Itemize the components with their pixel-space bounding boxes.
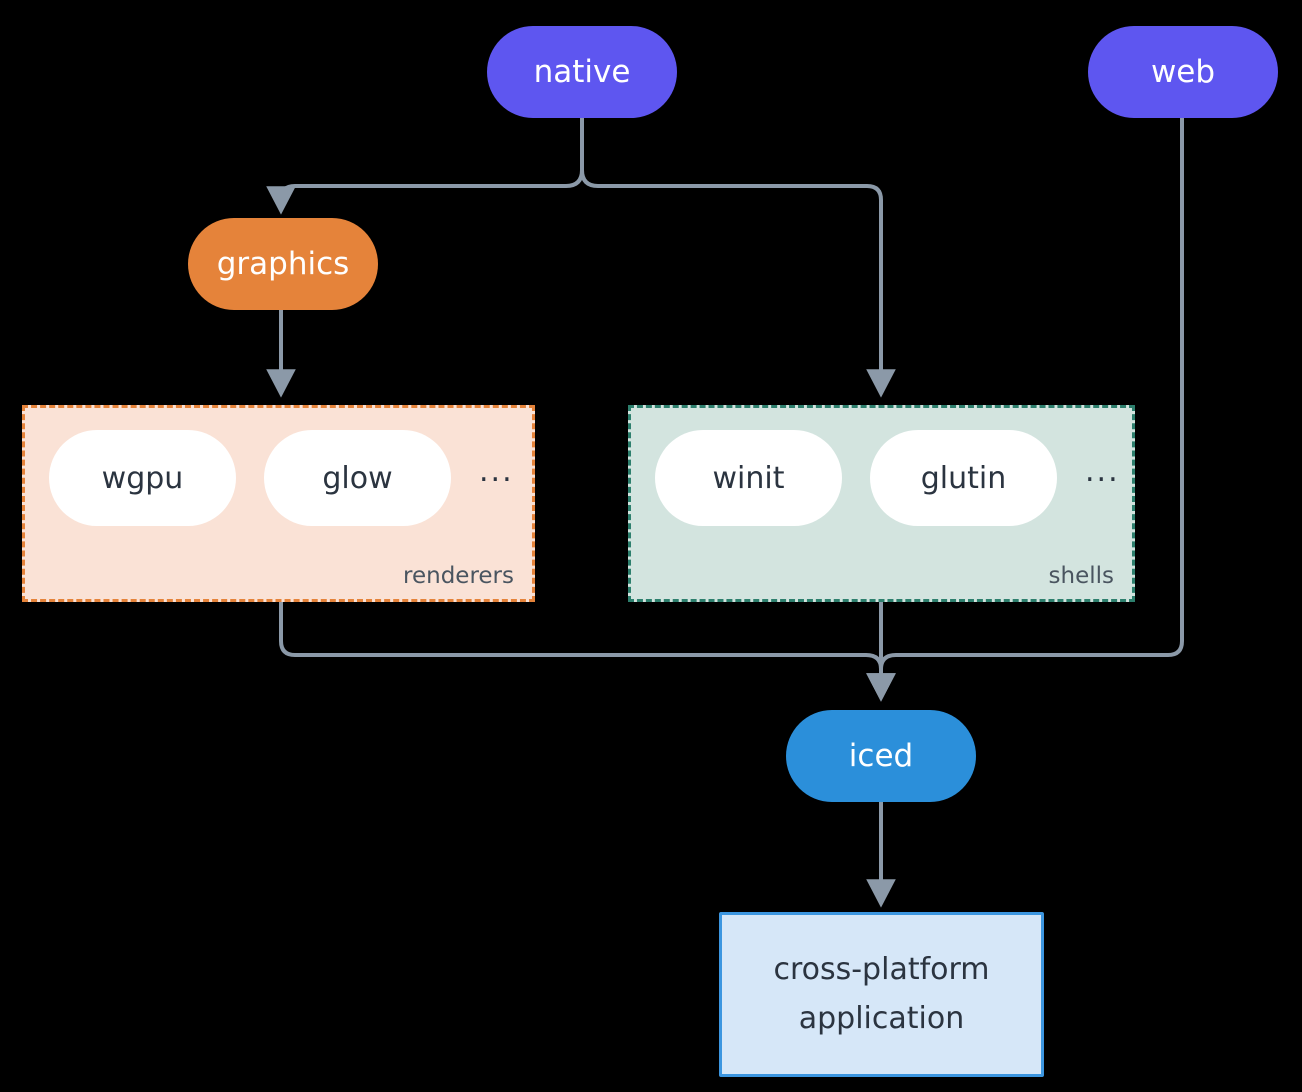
edge-native-to-shells — [580, 168, 896, 398]
item-wgpu-label: wgpu — [101, 460, 184, 496]
node-web-label: web — [1150, 53, 1216, 90]
shells-ellipsis: ... — [1085, 453, 1120, 489]
shells-item-list: winit glutin ... — [631, 408, 1120, 526]
item-winit-label: winit — [712, 460, 785, 496]
node-application-label: cross-platform application — [773, 951, 990, 1036]
shells-caption: shells — [1048, 563, 1114, 589]
node-cross-platform-application[interactable]: cross-platform application — [719, 912, 1044, 1077]
item-glow-label: glow — [322, 460, 393, 496]
node-native-label: native — [533, 53, 631, 90]
node-graphics-label: graphics — [216, 245, 350, 282]
group-renderers: wgpu glow ... renderers — [22, 405, 535, 602]
edge-native-to-graphics — [266, 168, 584, 215]
node-iced-label: iced — [848, 737, 914, 774]
edge-renderers-to-iced — [279, 600, 896, 702]
edge-web-to-iced — [866, 116, 1184, 702]
group-shells: winit glutin ... shells — [628, 405, 1135, 602]
item-glow[interactable]: glow — [264, 430, 451, 526]
item-wgpu[interactable]: wgpu — [49, 430, 236, 526]
node-graphics[interactable]: graphics — [188, 218, 378, 310]
item-glutin-label: glutin — [920, 460, 1007, 496]
item-glutin[interactable]: glutin — [870, 430, 1057, 526]
renderers-ellipsis: ... — [479, 453, 514, 489]
item-winit[interactable]: winit — [655, 430, 842, 526]
node-iced[interactable]: iced — [786, 710, 976, 802]
node-web[interactable]: web — [1088, 26, 1278, 118]
node-native[interactable]: native — [487, 26, 677, 118]
renderers-item-list: wgpu glow ... — [25, 408, 514, 526]
renderers-caption: renderers — [403, 563, 514, 589]
